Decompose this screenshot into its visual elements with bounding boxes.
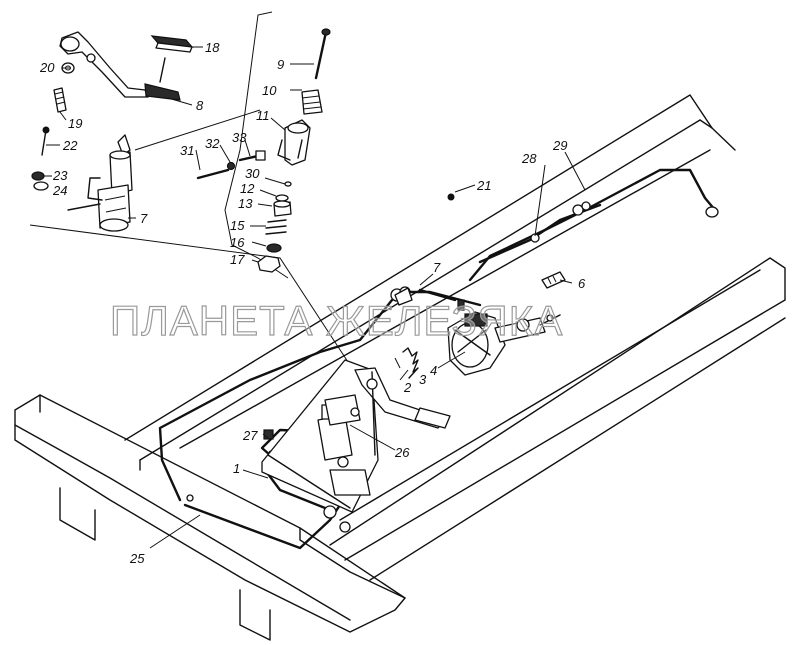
callout-33: 33 — [232, 130, 247, 145]
plug-21 — [447, 193, 455, 201]
callout-25: 25 — [129, 551, 145, 566]
pin-31 — [196, 168, 230, 180]
ring-30 — [284, 181, 292, 187]
pin-22 — [41, 126, 50, 156]
callout-18: 18 — [205, 40, 220, 55]
callout-29: 29 — [552, 138, 567, 153]
frame-rail-right — [329, 257, 786, 581]
callout-19: 19 — [68, 116, 82, 131]
return-spring-3 — [402, 347, 419, 379]
callout-26: 26 — [394, 445, 410, 460]
callout-13: 13 — [238, 196, 253, 211]
callout-24: 24 — [52, 183, 67, 198]
washer-12 — [275, 194, 289, 202]
callout-31: 31 — [180, 143, 194, 158]
spring-15 — [265, 219, 287, 235]
nut-17 — [257, 255, 281, 273]
clutch-booster — [447, 299, 561, 376]
callout-9: 9 — [277, 57, 284, 72]
body-11 — [277, 119, 311, 166]
callout-4: 4 — [430, 363, 437, 378]
callout-11: 11 — [256, 108, 270, 123]
callout-16: 16 — [230, 235, 245, 250]
callout-10: 10 — [262, 83, 277, 98]
leader-lines — [44, 46, 586, 549]
boot-10 — [301, 89, 323, 115]
callout-21: 21 — [476, 178, 491, 193]
bushing-13 — [273, 200, 292, 217]
callout-8: 8 — [196, 98, 204, 113]
callout-2: 2 — [403, 380, 412, 395]
callout-7-clamp: 7 — [433, 260, 441, 275]
watermark-text: ПЛАНЕТА ЖЕЛЕЗЯКА — [110, 297, 563, 344]
spring-19 — [53, 87, 67, 113]
pedal-lever — [337, 367, 451, 468]
spring-6 — [541, 271, 566, 289]
front-cross-member — [14, 394, 406, 641]
pipe-fittings — [186, 201, 719, 533]
callout-labels: 18 8 20 19 22 23 24 7 9 10 11 33 32 31 3… — [39, 40, 586, 566]
master-cylinder-assembly — [317, 394, 361, 461]
master-cylinder-7 — [67, 134, 133, 232]
pedal-8 — [59, 31, 181, 101]
callout-32: 32 — [205, 136, 220, 151]
callout-30: 30 — [245, 166, 260, 181]
callout-17: 17 — [230, 252, 245, 267]
inset-outline — [29, 11, 349, 363]
washer-16 — [266, 243, 282, 253]
callout-27: 27 — [242, 428, 258, 443]
washer-32 — [226, 161, 236, 171]
bolt-27 — [263, 429, 274, 440]
callout-15: 15 — [230, 218, 245, 233]
callout-7-cylinder: 7 — [140, 211, 148, 226]
callout-28: 28 — [521, 151, 537, 166]
nut-23-24 — [31, 171, 49, 191]
clamp-7-lower — [394, 287, 413, 306]
callout-20: 20 — [39, 60, 55, 75]
callout-6: 6 — [578, 276, 586, 291]
pedal-pad-18 — [150, 35, 194, 53]
callout-22: 22 — [62, 138, 78, 153]
bolt-33 — [238, 150, 266, 162]
callout-12: 12 — [240, 181, 255, 196]
rod-9 — [314, 28, 331, 80]
callout-23: 23 — [52, 168, 68, 183]
callout-1: 1 — [233, 461, 240, 476]
callout-3: 3 — [419, 372, 427, 387]
